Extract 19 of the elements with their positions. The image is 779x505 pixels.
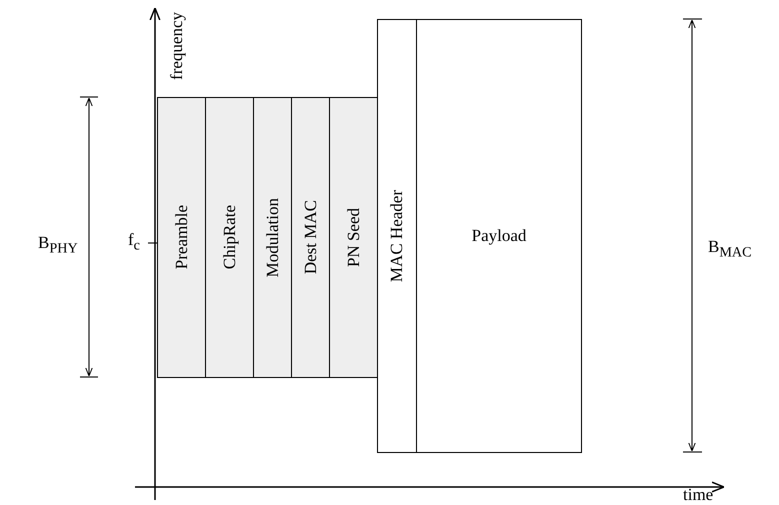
frame-field (157, 97, 206, 378)
field-label: PN Seed (344, 208, 364, 268)
field-label: MAC Header (387, 190, 407, 282)
frame-field (205, 97, 254, 378)
field-label: Preamble (172, 205, 192, 270)
frame-field (377, 19, 417, 453)
field-label: Modulation (262, 198, 282, 278)
dimension-label: B$_{PHY}$ (38, 233, 78, 258)
axis-label: time (683, 485, 714, 505)
field-label: Payload (472, 226, 526, 246)
frame-field (253, 97, 292, 378)
frame-field (329, 97, 378, 378)
field-label: ChipRate (220, 205, 240, 270)
frame-field (291, 97, 330, 378)
axis-label: f$_{c}$ (128, 230, 140, 254)
dimension-label: B$_{MAC}$ (708, 237, 752, 262)
frame-field (416, 19, 582, 453)
field-label: Dest MAC (300, 200, 320, 275)
axis-label: frequency (167, 12, 187, 80)
